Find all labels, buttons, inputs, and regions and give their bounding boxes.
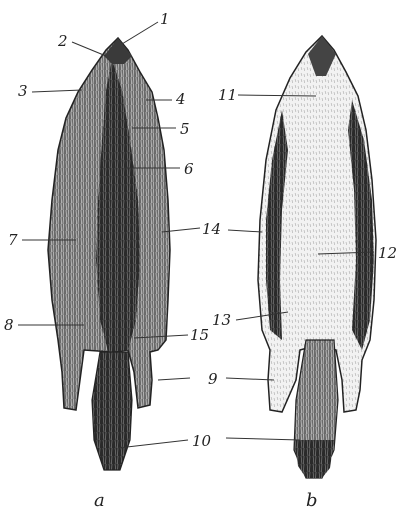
label-10: 10 [192, 432, 212, 450]
label-14: 14 [202, 220, 221, 238]
label-2: 2 [57, 32, 68, 50]
leader-9b [226, 378, 274, 380]
pelt-a-dorsal [48, 38, 170, 470]
label-9: 9 [208, 370, 218, 388]
leader-10b [226, 438, 300, 440]
pelt-a-head [104, 38, 132, 64]
leader-2 [72, 42, 106, 56]
label-12: 12 [378, 244, 397, 262]
leader-14b [228, 230, 262, 232]
caption-b: b [306, 490, 318, 511]
label-6: 6 [184, 160, 194, 178]
label-11: 11 [218, 86, 237, 104]
pelt-b-tail-tip [294, 440, 334, 478]
label-4: 4 [175, 90, 186, 108]
leader-3 [32, 90, 82, 92]
caption-a: a [94, 490, 105, 511]
label-8: 8 [4, 316, 14, 334]
label-7: 7 [8, 231, 18, 249]
label-1: 1 [160, 10, 170, 28]
pelt-a-tail [92, 352, 132, 470]
label-3: 3 [18, 82, 28, 100]
label-15: 15 [190, 326, 209, 344]
label-13: 13 [212, 311, 231, 329]
leader-1 [122, 22, 158, 44]
pelt-b-ventral [258, 36, 376, 478]
label-5: 5 [180, 120, 190, 138]
leader-9 [158, 378, 190, 380]
